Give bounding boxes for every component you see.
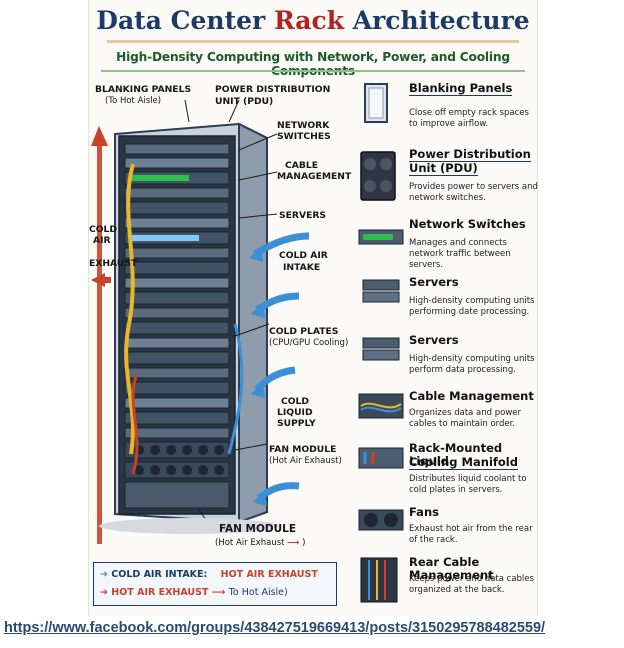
fan-module-bottom-sub-text: (Hot Air Exhaust [215,538,285,548]
legend-item-servers-2: Servers High-density computing units per… [357,334,537,388]
infographic-poster: Data Center Rack Architecture High-Densi… [88,0,538,616]
server-units [124,143,230,509]
label-cold-liquid: COLD [281,396,310,407]
label-servers: SERVERS [279,210,327,221]
label-fan-module-sub: (Hot Air Exhaust) [269,456,342,466]
red-cables [131,373,139,475]
legend-item-rear-cable: Rear Cable Management Keeps power and da… [357,556,537,604]
title-accent: Rack [273,6,345,35]
key-to-hot-aisle: To Hot Aisle) [228,587,288,598]
fan-module-bottom-paren: ) [302,538,306,548]
cable-management-icon [358,393,404,419]
blue-liquid-lines [227,323,244,455]
fan-icon [358,509,404,531]
title-underline [107,40,519,43]
label-blanking-panels: BLANKING PANELS [95,84,192,95]
legend-item-cooling-manifold: Rack-Mounted Liquid Cooling Manifold Dis… [357,442,537,500]
legend-title: Fans [409,505,439,519]
legend-item-servers-1: Servers High-density computing units per… [357,276,537,330]
key-row-hot: ➔ HOT AIR EXHAUST ⟶ To Hot Aisle) [100,587,288,598]
legend-desc: Keeps power and data cables organized at… [409,574,534,595]
label-fan-module-bottom-sub: (Hot Air Exhaust ⟶ ) [215,538,305,549]
label-supply: SUPPLY [277,418,316,429]
cold-air-intake-arrows [249,232,310,506]
server-icon [362,337,400,361]
legend-title: Network Switches [409,217,526,231]
legend-item-fans: Fans Exhaust hot air from the rear of th… [357,506,537,552]
key-hot-air-exhaust-2: HOT AIR EXHAUST [111,587,209,598]
legend-title: Servers [409,275,459,289]
legend-title: Rear Cable Management [409,555,494,582]
label-cold-air-intake: COLD AIR [279,250,328,261]
legend-item-cable-management: Cable Management Organizes data and powe… [357,390,537,438]
label-pdu: POWER DISTRIBUTION [215,84,331,95]
label-cold-air-intake-2: INTAKE [283,262,321,273]
label-fan-module-bottom: FAN MODULE [219,523,297,535]
cooling-manifold-icon [358,447,404,469]
airflow-key: ➔ COLD AIR INTAKE: HOT AIR EXHAUST ➔ HOT… [93,562,337,606]
label-air: AIR [93,235,111,246]
hot-air-arrow-icon: ⟶ [287,538,300,548]
legend-desc: Organizes data and power cables to maint… [409,408,522,429]
label-liquid: LIQUID [277,407,313,418]
legend-desc: Close off empty rack spaces to improve a… [409,108,529,129]
legend-item-network-switches: Network Switches Manages and connects ne… [357,218,537,270]
label-fan-module: FAN MODULE [269,444,337,455]
pdu-icon [360,151,396,201]
legend-desc: Provides power to servers and network sw… [409,182,538,203]
key-hot-air-exhaust: HOT AIR EXHAUST [220,569,318,580]
hot-arrow-icon-2: ⟶ [211,587,226,598]
legend-desc: Distributes liquid coolant to cold plate… [409,474,527,495]
legend-title-2: Unit (PDU) [409,161,478,176]
legend-desc: High-density computing units perform dat… [409,354,535,375]
hot-arrow-icon: ➔ [100,587,108,598]
legend-desc: Exhaust hot air from the rear of the rac… [409,524,533,545]
label-cable-management: CABLE [285,160,318,171]
label-exhaust: EXHAUST [89,258,138,269]
cold-arrow-icon: ➔ [100,569,108,580]
legend-item-pdu: Power Distribution Unit (PDU) Provides p… [357,147,538,212]
page-title: Data Center Rack Architecture [89,6,537,35]
title-part-1: Data Center [96,6,274,35]
key-row-cold: ➔ COLD AIR INTAKE: HOT AIR EXHAUST [100,569,318,580]
blank-panel-icon [364,83,388,123]
legend-item-blanking-panels: Blanking Panels Close off empty rack spa… [357,82,537,140]
legend-desc: Manages and connects network traffic bet… [409,238,511,270]
rear-cable-icon [360,557,398,603]
legend-title: Blanking Panels [409,81,513,96]
network-switch-icon [358,229,404,245]
hot-air-exhaust-arrow [91,126,108,544]
label-network-switches: NETWORK [277,120,330,131]
legend-title: Rack-Mounted Liquid [409,441,503,468]
legend-title-2: Cooling Manifold [409,455,518,470]
subtitle-underline [101,70,525,72]
source-url-link[interactable]: https://www.facebook.com/groups/43842751… [4,620,546,636]
rack-illustration [91,99,310,544]
label-network-switches-2: SWITCHES [277,131,331,142]
yellow-cables [124,163,135,455]
label-pdu-2: UNIT (PDU) [215,96,274,107]
key-cold-air-intake: COLD AIR INTAKE: [111,569,208,580]
label-cold-plates: COLD PLATES [269,326,339,337]
legend-desc: High-density computing units performing … [409,296,535,317]
legend-title: Cable Management [409,389,534,403]
legend-title: Power Distribution [409,147,531,162]
label-cold-plates-sub: (CPU/GPU Cooling) [269,338,349,348]
server-icon [362,279,400,303]
legend-title: Servers [409,333,459,347]
title-part-3: Architecture [344,6,530,35]
label-cold: COLD [89,224,118,235]
cold-air-arrow [91,273,111,287]
label-cable-management-2: MANAGEMENT [277,171,352,182]
pointer-lines [184,99,278,525]
label-to-hot-aisle: (To Hot Aisle) [105,96,162,106]
